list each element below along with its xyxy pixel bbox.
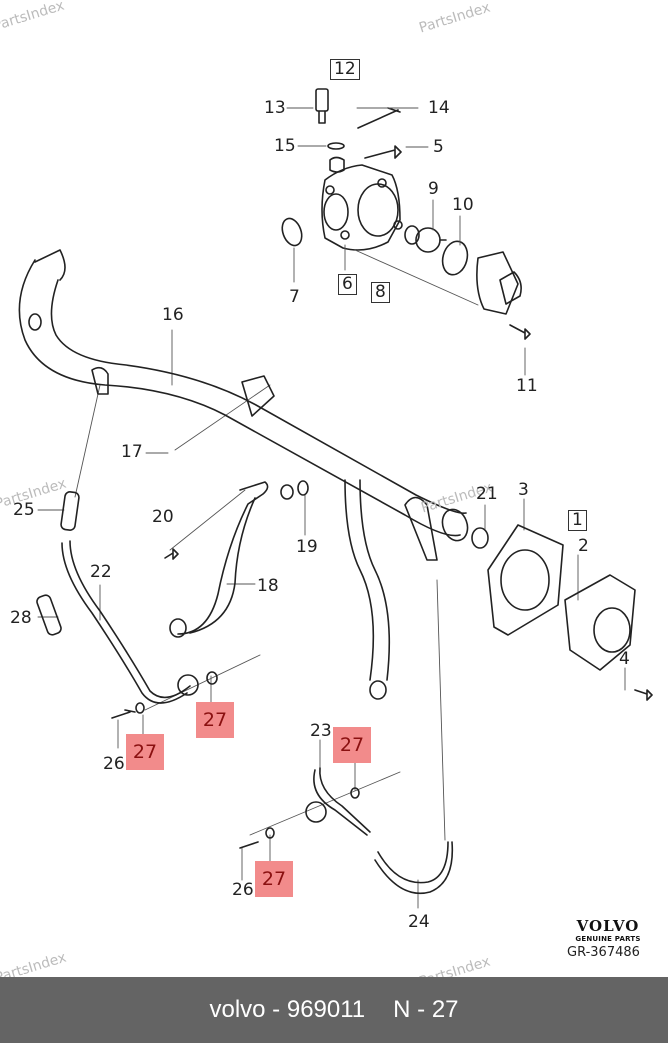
highlighted-callout-27[interactable]: 27: [255, 861, 293, 897]
diagram-number: GR-367486: [567, 945, 640, 960]
callout-23[interactable]: 23: [310, 721, 332, 741]
coolant-pipe: [18, 249, 489, 700]
callout-14[interactable]: 14: [428, 98, 450, 118]
thermostat-housing: [281, 88, 531, 340]
callout-11[interactable]: 11: [516, 376, 538, 396]
callout-19[interactable]: 19: [296, 537, 318, 557]
callout-5[interactable]: 5: [433, 137, 444, 157]
callout-7[interactable]: 7: [289, 287, 300, 307]
callout-17[interactable]: 17: [121, 442, 143, 462]
volvo-logo: VOLVO: [576, 917, 640, 935]
highlighted-callout-27[interactable]: 27: [126, 734, 164, 770]
footer-part-number: volvo - 969011: [209, 996, 366, 1023]
callout-1[interactable]: 1: [568, 510, 587, 531]
callout-13[interactable]: 13: [264, 98, 286, 118]
callout-22[interactable]: 22: [90, 562, 112, 582]
genuine-parts-label: GENUINE PARTS: [575, 935, 641, 943]
callout-28[interactable]: 28: [10, 608, 32, 628]
callout-2[interactable]: 2: [578, 536, 589, 556]
callout-24[interactable]: 24: [408, 912, 430, 932]
callout-3[interactable]: 3: [518, 480, 529, 500]
highlighted-callout-27[interactable]: 27: [196, 702, 234, 738]
callout-15[interactable]: 15: [274, 136, 296, 156]
callout-4[interactable]: 4: [619, 649, 630, 669]
callout-6[interactable]: 6: [338, 274, 357, 295]
callout-8[interactable]: 8: [371, 282, 390, 303]
callout-18[interactable]: 18: [257, 576, 279, 596]
callout-16[interactable]: 16: [162, 305, 184, 325]
callout-9[interactable]: 9: [428, 179, 439, 199]
callout-21[interactable]: 21: [476, 484, 498, 504]
highlighted-callout-27[interactable]: 27: [333, 727, 371, 763]
callout-26[interactable]: 26: [232, 880, 254, 900]
lower-hoses: [239, 767, 454, 894]
left-hoses: [36, 480, 309, 719]
footer-bar: volvo - 969011 N - 27: [0, 977, 668, 1043]
callout-20[interactable]: 20: [152, 507, 174, 527]
water-pump: [487, 524, 653, 701]
callout-25[interactable]: 25: [13, 500, 35, 520]
volvo-brand: VOLVO GENUINE PARTS: [568, 917, 648, 943]
callout-10[interactable]: 10: [452, 195, 474, 215]
callout-26[interactable]: 26: [103, 754, 125, 774]
footer-position: N - 27: [393, 996, 459, 1023]
parts-diagram: [18, 88, 653, 909]
callout-12[interactable]: 12: [330, 59, 360, 80]
